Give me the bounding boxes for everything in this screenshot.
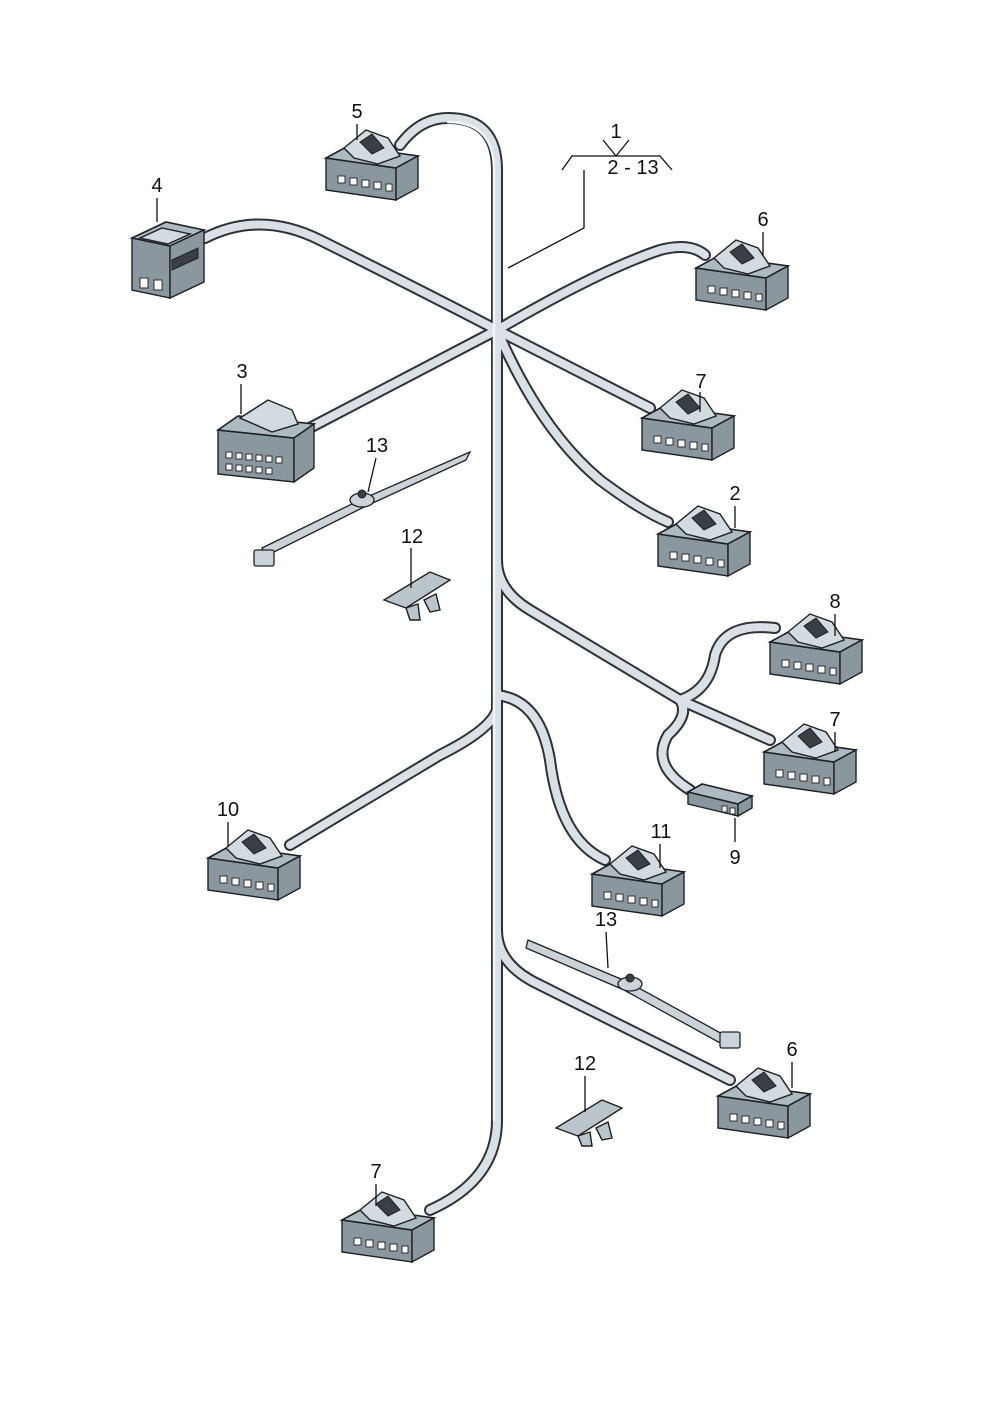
connector-7-bottom	[341, 1191, 435, 1263]
label-3: 3	[236, 361, 247, 383]
clip-upper	[382, 571, 452, 621]
label-2: 2	[729, 483, 740, 505]
label-7-middle: 7	[829, 709, 840, 731]
connector-7-middle	[763, 723, 857, 795]
label-13-lower: 13	[595, 909, 617, 931]
connector-6-top	[695, 239, 789, 311]
label-11: 11	[651, 821, 672, 843]
connector-3	[215, 399, 317, 484]
label-8: 8	[829, 591, 840, 613]
label-5: 5	[351, 101, 362, 123]
label-7-upper: 7	[695, 371, 706, 393]
connector-4	[129, 221, 207, 300]
connector-9	[685, 783, 755, 818]
label-13-upper: 13	[366, 435, 388, 457]
label-6-bottom: 6	[786, 1039, 797, 1061]
label-10: 10	[217, 799, 239, 821]
leader-lines	[156, 124, 836, 1206]
harness-wires	[199, 112, 781, 1216]
label-12-lower: 12	[574, 1053, 596, 1075]
label-6-top: 6	[757, 209, 768, 231]
connector-2	[657, 505, 751, 577]
label-9: 9	[729, 847, 740, 869]
cable-tie-upper	[253, 450, 472, 567]
connector-7-upper	[641, 389, 735, 461]
cable-tie-lower	[525, 939, 741, 1049]
connector-8	[769, 613, 863, 685]
label-7-bottom: 7	[370, 1161, 381, 1183]
label-12-upper: 12	[401, 526, 423, 548]
label-range: 2 - 13	[607, 157, 658, 179]
label-4: 4	[151, 175, 162, 197]
clip-lower	[554, 1099, 624, 1147]
label-1: 1	[610, 121, 621, 143]
